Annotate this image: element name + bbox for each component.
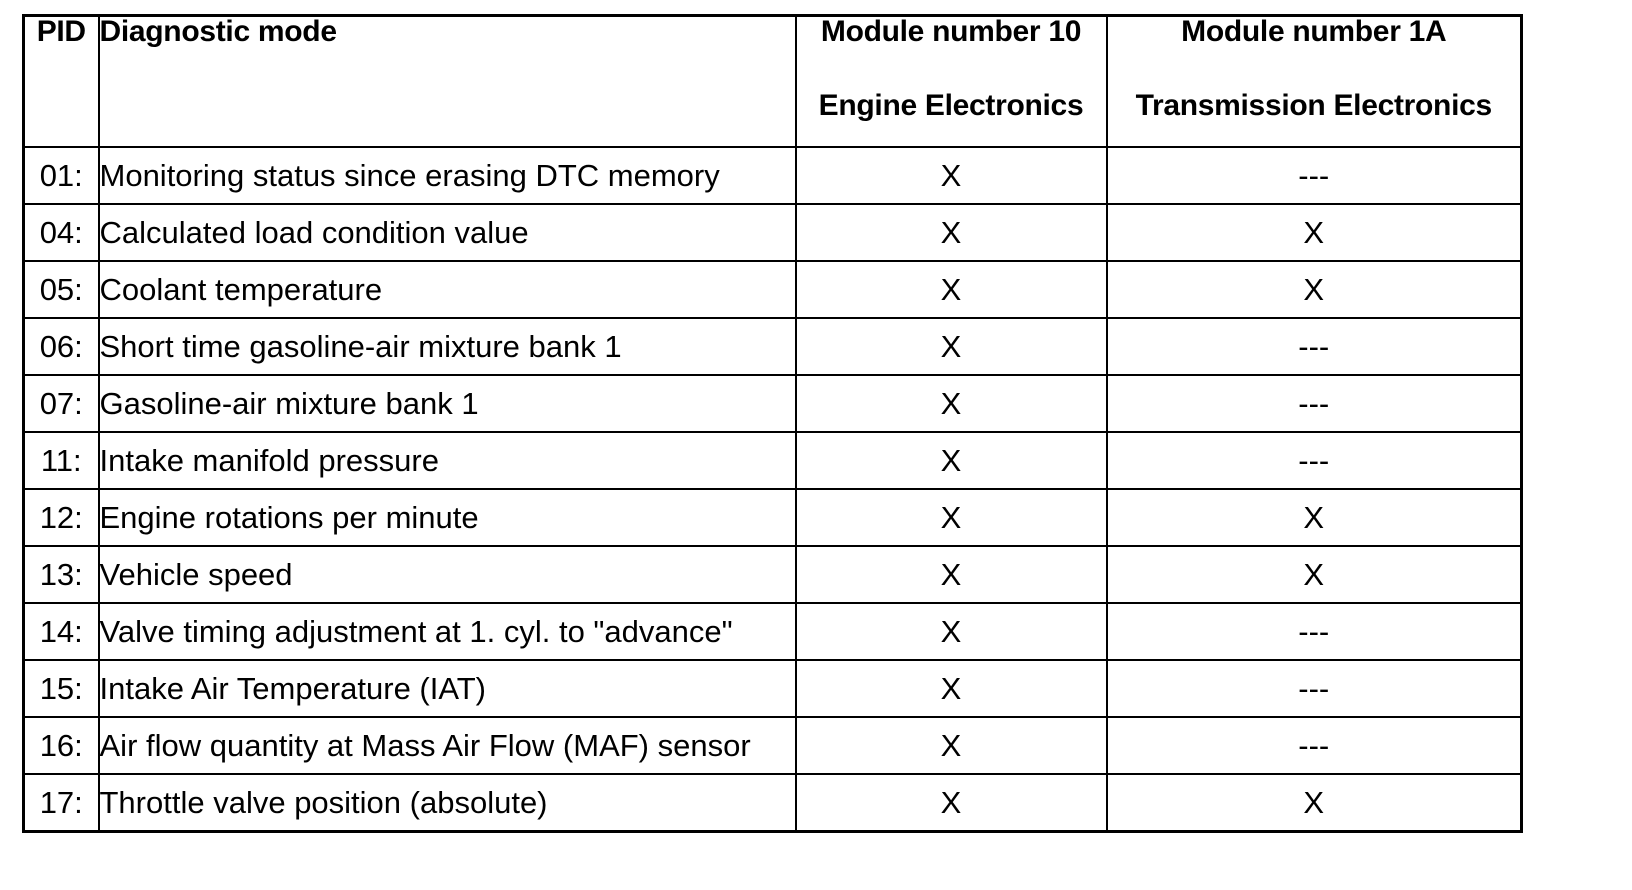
diagnostic-mode-cell: Coolant temperature (97, 260, 797, 319)
module-10-cell: X (794, 146, 1108, 205)
module-1a-cell: X (1105, 545, 1523, 604)
diagnostic-mode-cell: Monitoring status since erasing DTC memo… (97, 146, 797, 205)
table-row: 06:Short time gasoline-air mixture bank … (22, 317, 1523, 376)
module-1a-cell: --- (1105, 659, 1523, 718)
table-body: 01:Monitoring status since erasing DTC m… (22, 146, 1523, 833)
table-row: 01:Monitoring status since erasing DTC m… (22, 146, 1523, 205)
module-10-cell: X (794, 317, 1108, 376)
pid-cell: 07: (22, 374, 100, 433)
module-10-cell: X (794, 203, 1108, 262)
diagnostic-mode-cell: Calculated load condition value (97, 203, 797, 262)
module-1a-cell: --- (1105, 716, 1523, 775)
diagnostic-mode-cell: Intake Air Temperature (IAT) (97, 659, 797, 718)
diagnostic-mode-cell: Gasoline-air mixture bank 1 (97, 374, 797, 433)
module-10-cell: X (794, 260, 1108, 319)
pid-cell: 11: (22, 431, 100, 490)
module-1a-cell: --- (1105, 374, 1523, 433)
module-1a-cell: X (1105, 488, 1523, 547)
header-mode-label: Diagnostic mode (99, 15, 338, 48)
pid-cell: 17: (22, 773, 100, 833)
diagnostic-mode-cell: Intake manifold pressure (97, 431, 797, 490)
header-module-1a: Module number 1A Transmission Electronic… (1105, 14, 1523, 148)
module-1a-cell: X (1105, 203, 1523, 262)
header-diagnostic-mode: Diagnostic mode (97, 14, 797, 148)
header-pid: PID (22, 14, 100, 148)
pid-cell: 14: (22, 602, 100, 661)
module-10-cell: X (794, 659, 1108, 718)
pid-cell: 12: (22, 488, 100, 547)
pid-cell: 15: (22, 659, 100, 718)
table-row: 16:Air flow quantity at Mass Air Flow (M… (22, 716, 1523, 775)
pid-cell: 05: (22, 260, 100, 319)
module-1a-cell: --- (1105, 317, 1523, 376)
header-pid-label: PID (36, 15, 86, 48)
module-10-cell: X (794, 602, 1108, 661)
table-header-row: PID Diagnostic mode Module number 10 Eng… (22, 14, 1523, 148)
module-10-cell: X (794, 545, 1108, 604)
pid-cell: 04: (22, 203, 100, 262)
pid-cell: 13: (22, 545, 100, 604)
diagnostic-mode-cell: Engine rotations per minute (97, 488, 797, 547)
module-1a-cell: X (1105, 260, 1523, 319)
header-module-10-name: Engine Electronics (818, 89, 1084, 122)
module-1a-cell: X (1105, 773, 1523, 833)
module-10-cell: X (794, 488, 1108, 547)
module-10-cell: X (794, 773, 1108, 833)
module-10-cell: X (794, 374, 1108, 433)
pid-cell: 16: (22, 716, 100, 775)
table-row: 15:Intake Air Temperature (IAT)X--- (22, 659, 1523, 718)
module-10-cell: X (794, 431, 1108, 490)
header-module-10: Module number 10 Engine Electronics (794, 14, 1108, 148)
pid-cell: 01: (22, 146, 100, 205)
header-module-1a-number: Module number 1A (1181, 15, 1447, 48)
pid-table: PID Diagnostic mode Module number 10 Eng… (22, 14, 1523, 833)
pid-cell: 06: (22, 317, 100, 376)
header-module-10-number: Module number 10 (820, 15, 1082, 48)
diagnostic-mode-cell: Vehicle speed (97, 545, 797, 604)
diagnostic-mode-cell: Throttle valve position (absolute) (97, 773, 797, 833)
module-1a-cell: --- (1105, 431, 1523, 490)
diagnostic-mode-cell: Valve timing adjustment at 1. cyl. to "a… (97, 602, 797, 661)
diagnostic-mode-cell: Air flow quantity at Mass Air Flow (MAF)… (97, 716, 797, 775)
module-1a-cell: --- (1105, 602, 1523, 661)
module-1a-cell: --- (1105, 146, 1523, 205)
module-10-cell: X (794, 716, 1108, 775)
table-row: 14:Valve timing adjustment at 1. cyl. to… (22, 602, 1523, 661)
header-module-1a-name: Transmission Electronics (1135, 89, 1493, 122)
diagnostic-mode-cell: Short time gasoline-air mixture bank 1 (97, 317, 797, 376)
